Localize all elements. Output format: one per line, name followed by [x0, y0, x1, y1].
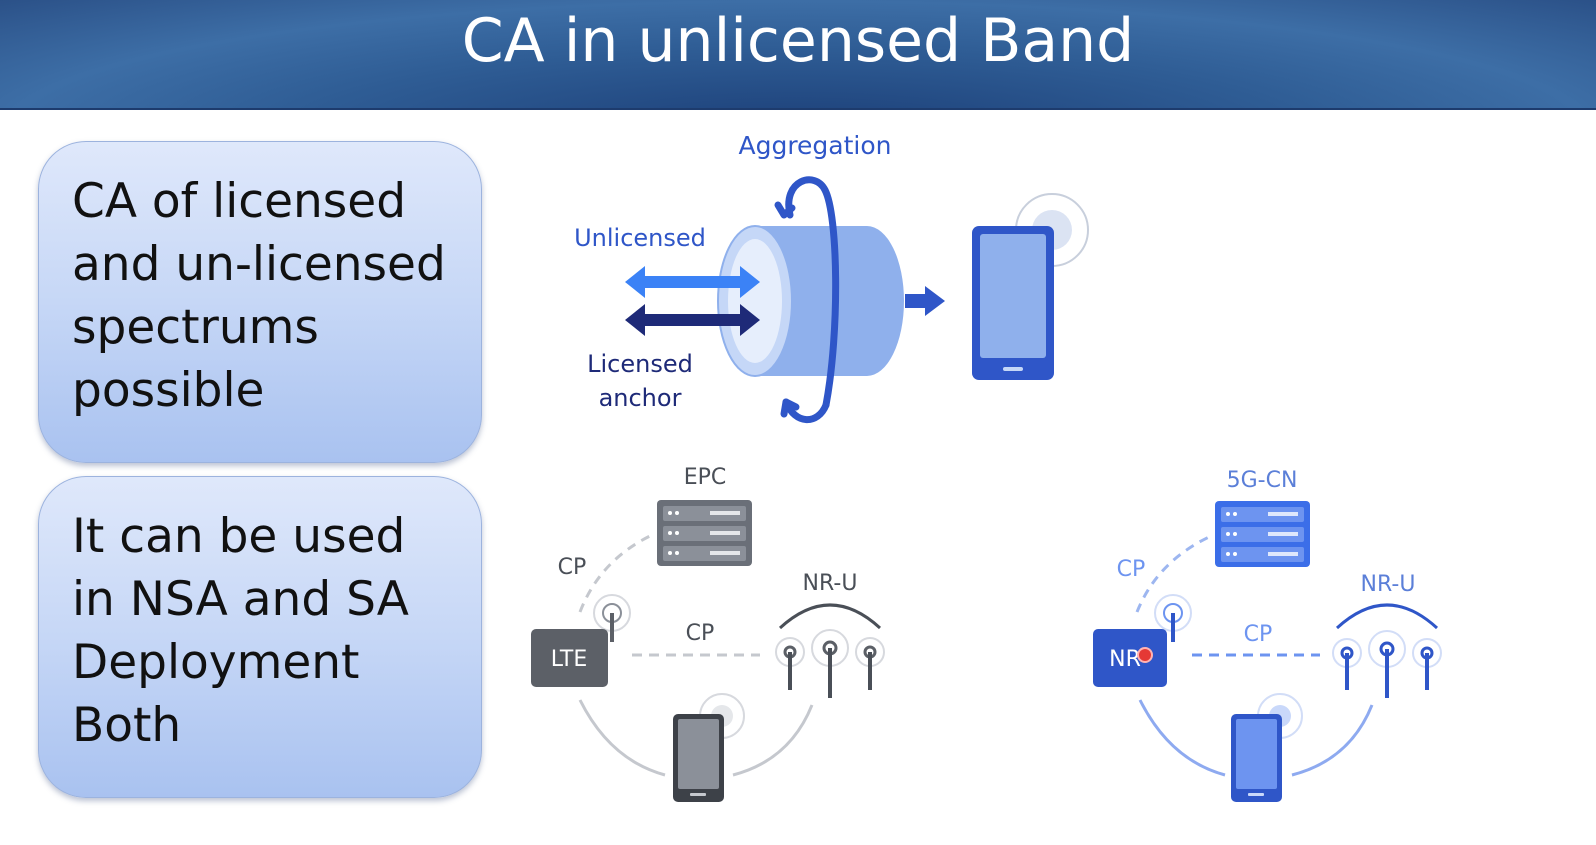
server-icon [657, 500, 752, 566]
link-nru-ue [1291, 704, 1374, 777]
aggregation-cylinder [717, 225, 904, 377]
callout-line: CA of licensed [72, 174, 407, 229]
aggregation-ring [774, 176, 840, 424]
callout-line: It can be used [72, 509, 406, 564]
licensed-arrow [625, 304, 760, 336]
licensed-label-line1: Licensed [587, 350, 693, 378]
link-nr-ue [1138, 699, 1226, 777]
title-bar: CA in unlicensed Band [0, 0, 1596, 110]
server-icon [1215, 501, 1310, 567]
cp-label: CP [1244, 622, 1273, 647]
callout-licensed-unlicensed: CA of licensed and un-licensed spectrums… [38, 141, 482, 463]
sa-diagram: 5G-CN CP NR CP NR-U [1093, 468, 1442, 802]
cp-label: CP [686, 621, 715, 646]
link-lte-ue [578, 699, 666, 777]
nru-antenna-icon [775, 603, 885, 698]
callout-line: possible [72, 363, 265, 418]
cp-link-core [1135, 535, 1210, 613]
nr-label: NR [1109, 647, 1141, 672]
link-nru-ue [732, 704, 814, 777]
cp-label: CP [558, 555, 587, 580]
callout-line: Both [72, 698, 182, 753]
5gcn-label: 5G-CN [1227, 468, 1298, 493]
cp-link-core [578, 533, 653, 613]
nru-label: NR-U [803, 571, 858, 596]
diagram-canvas: Aggregation Unlicensed Licensed anchor [531, 131, 1442, 802]
nru-label: NR-U [1361, 572, 1416, 597]
callout-line: and un-licensed [72, 237, 446, 292]
unlicensed-arrow [625, 266, 760, 298]
lte-node-icon: LTE [531, 594, 631, 687]
licensed-label-line2: anchor [599, 384, 682, 412]
callout-nsa-sa: It can be used in NSA and SA Deployment … [38, 476, 482, 798]
slide-title: CA in unlicensed Band [461, 6, 1135, 76]
callout-line: spectrums [72, 300, 319, 355]
callout-line: in NSA and SA [72, 572, 409, 627]
callout-line: Deployment [72, 635, 360, 690]
aggregation-diagram: Aggregation Unlicensed Licensed anchor [574, 131, 1089, 424]
unlicensed-label: Unlicensed [574, 224, 706, 252]
cp-label: CP [1117, 557, 1146, 582]
phone-icon [972, 193, 1089, 380]
epc-label: EPC [684, 465, 727, 490]
phone-icon [1231, 693, 1303, 802]
phone-icon [673, 693, 745, 802]
nsa-diagram: EPC CP LTE CP NR-U [531, 465, 885, 802]
lte-label: LTE [551, 647, 588, 672]
nru-antenna-icon [1332, 603, 1442, 698]
output-arrow [905, 286, 945, 316]
aggregation-label: Aggregation [738, 131, 891, 160]
nr-node-icon: NR [1093, 594, 1192, 687]
